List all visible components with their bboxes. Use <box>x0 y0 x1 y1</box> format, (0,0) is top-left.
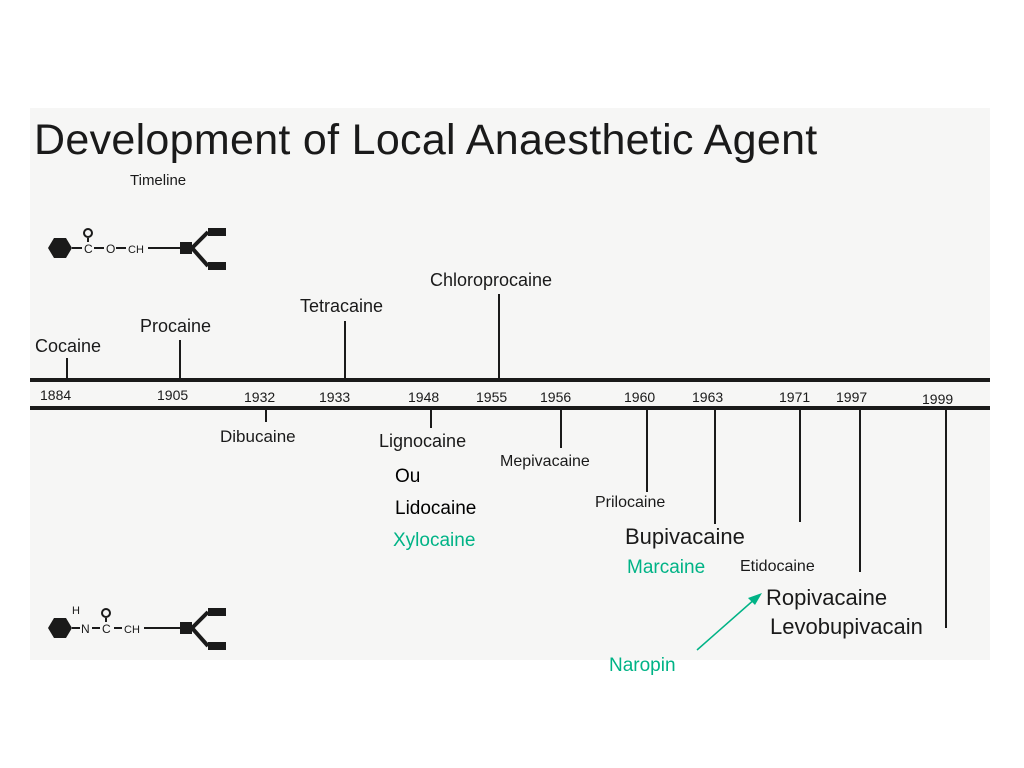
agent-tetracaine: Tetracaine <box>300 296 384 316</box>
tick-prilocaine <box>646 410 648 492</box>
annotation-lidocaine: Lidocaine <box>395 498 477 519</box>
amide-structure-icon: H N C CH <box>48 605 226 650</box>
year-1905: 1905 <box>157 387 189 403</box>
ester-structure-icon: C O CH <box>48 228 226 270</box>
agent-chloroprocaine: Chloroprocaine <box>430 270 553 290</box>
year-1884: 1884 <box>40 387 72 403</box>
year-1955: 1955 <box>476 389 508 405</box>
year-1960: 1960 <box>624 389 656 405</box>
tick-cocaine <box>66 358 68 378</box>
year-1948: 1948 <box>408 389 440 405</box>
tick-1999 <box>945 410 947 628</box>
svg-text:C: C <box>102 622 111 636</box>
annotation-marcaine: Marcaine <box>627 557 706 578</box>
year-1999: 1999 <box>922 391 954 407</box>
tick-bupivacaine <box>714 410 716 524</box>
svg-text:C: C <box>84 242 93 256</box>
scanned-timeline-figure: Development of Local Anaesthetic Agent T… <box>30 108 990 660</box>
page-title: Development of Local Anaesthetic Agent <box>34 116 818 164</box>
agent-levobupivacaine: Levobupivacain <box>770 614 923 639</box>
annotation-naropin: Naropin <box>609 655 676 676</box>
agent-dibucaine: Dibucaine <box>220 427 296 446</box>
svg-text:N: N <box>81 622 90 636</box>
agent-etidocaine: Etidocaine <box>740 558 815 575</box>
tick-tetracaine <box>344 321 346 378</box>
timeline-subtitle: Timeline <box>130 172 187 189</box>
agent-mepivacaine: Mepivacaine <box>500 453 590 470</box>
svg-text:CH: CH <box>128 244 144 256</box>
svg-text:H: H <box>72 605 80 617</box>
year-1971: 1971 <box>779 389 811 405</box>
annotation-xylocaine: Xylocaine <box>393 530 476 551</box>
year-1956: 1956 <box>540 389 572 405</box>
tick-procaine <box>179 340 181 378</box>
svg-text:CH: CH <box>124 624 140 636</box>
agent-bupivacaine: Bupivacaine <box>625 524 745 549</box>
year-1963: 1963 <box>692 389 724 405</box>
annotation-ou: Ou <box>395 466 421 487</box>
agent-procaine: Procaine <box>140 316 212 336</box>
timeline-axis-bottom <box>30 406 990 410</box>
svg-text:O: O <box>106 242 115 256</box>
agent-lignocaine: Lignocaine <box>379 431 467 451</box>
year-1997: 1997 <box>836 389 868 405</box>
tick-etidocaine <box>799 410 801 522</box>
tick-mepivacaine <box>560 410 562 448</box>
agent-ropivacaine: Ropivacaine <box>766 585 888 610</box>
tick-dibucaine <box>265 410 267 422</box>
year-1933: 1933 <box>319 389 351 405</box>
year-1932: 1932 <box>244 389 276 405</box>
agent-cocaine: Cocaine <box>35 336 102 356</box>
tick-lignocaine <box>430 410 432 428</box>
timeline-axis-top <box>30 378 990 382</box>
tick-chloroprocaine <box>498 294 500 378</box>
tick-ropivacaine-1997 <box>859 410 861 572</box>
agent-prilocaine: Prilocaine <box>595 494 666 511</box>
